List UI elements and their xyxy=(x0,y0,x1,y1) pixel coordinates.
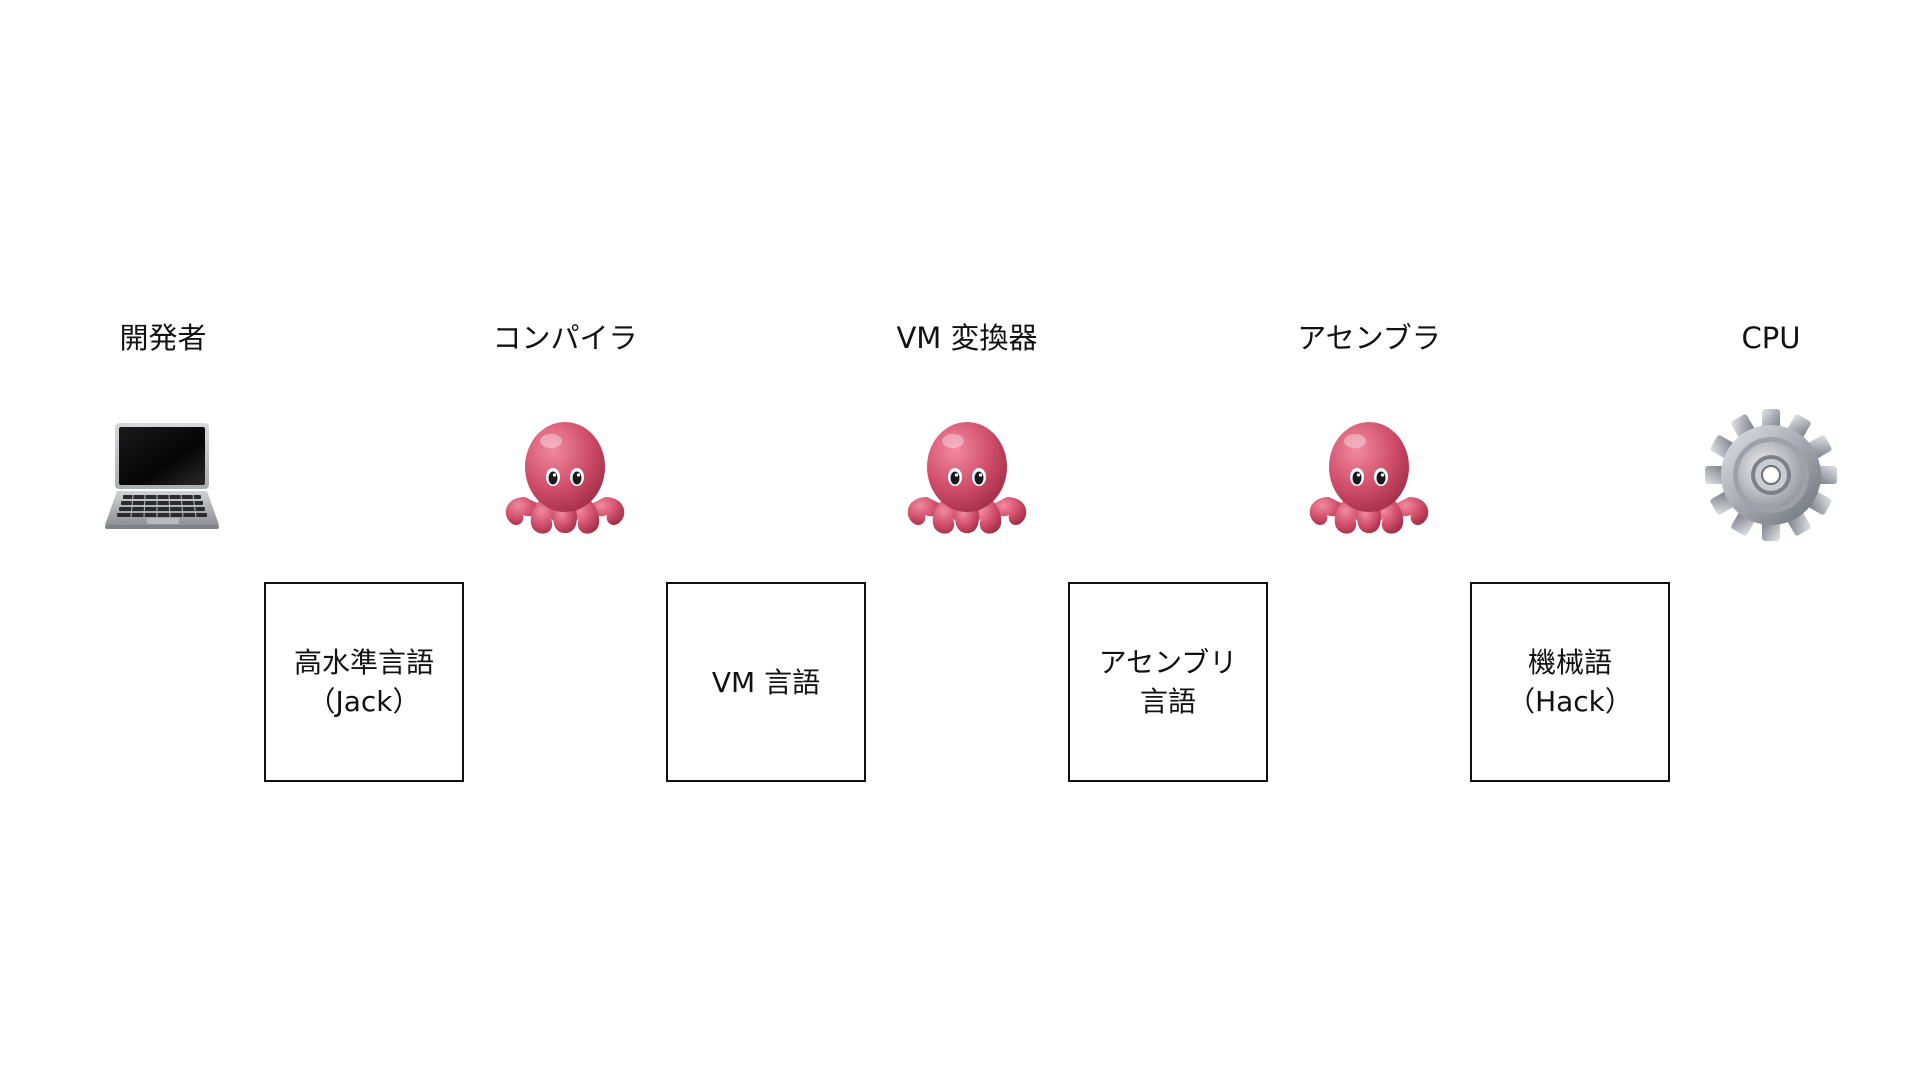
octopus-icon xyxy=(495,405,635,545)
octopus-icon xyxy=(1299,405,1439,545)
actor-label-cpu: CPU xyxy=(1741,321,1801,355)
laptop-icon xyxy=(93,405,233,545)
lang-box-line2: 言語 xyxy=(1139,685,1196,718)
lang-box-line1: VM 言語 xyxy=(711,665,821,699)
lang-box-line2: （Hack） xyxy=(1507,685,1633,718)
lang-box-high-level-jack: 高水準言語 （Jack） xyxy=(264,582,464,782)
lang-box-line1: アセンブリ xyxy=(1098,646,1238,679)
actor-label-assembler: アセンブラ xyxy=(1297,321,1441,355)
actor-label-compiler: コンパイラ xyxy=(492,321,638,355)
octopus-icon xyxy=(897,405,1037,545)
actor-label-developer: 開発者 xyxy=(119,321,207,355)
lang-box-assembly: アセンブリ 言語 xyxy=(1068,582,1268,782)
lang-box-machine-hack: 機械語 （Hack） xyxy=(1470,582,1670,782)
gear-icon xyxy=(1701,405,1841,545)
lang-box-line2: （Jack） xyxy=(307,685,421,718)
lang-box-line1: 高水準言語 xyxy=(293,646,434,679)
lang-box-vm: VM 言語 xyxy=(666,582,866,782)
actor-label-vm-translator: VM 変換器 xyxy=(896,321,1038,355)
lang-box-line1: 機械語 xyxy=(1527,646,1612,679)
